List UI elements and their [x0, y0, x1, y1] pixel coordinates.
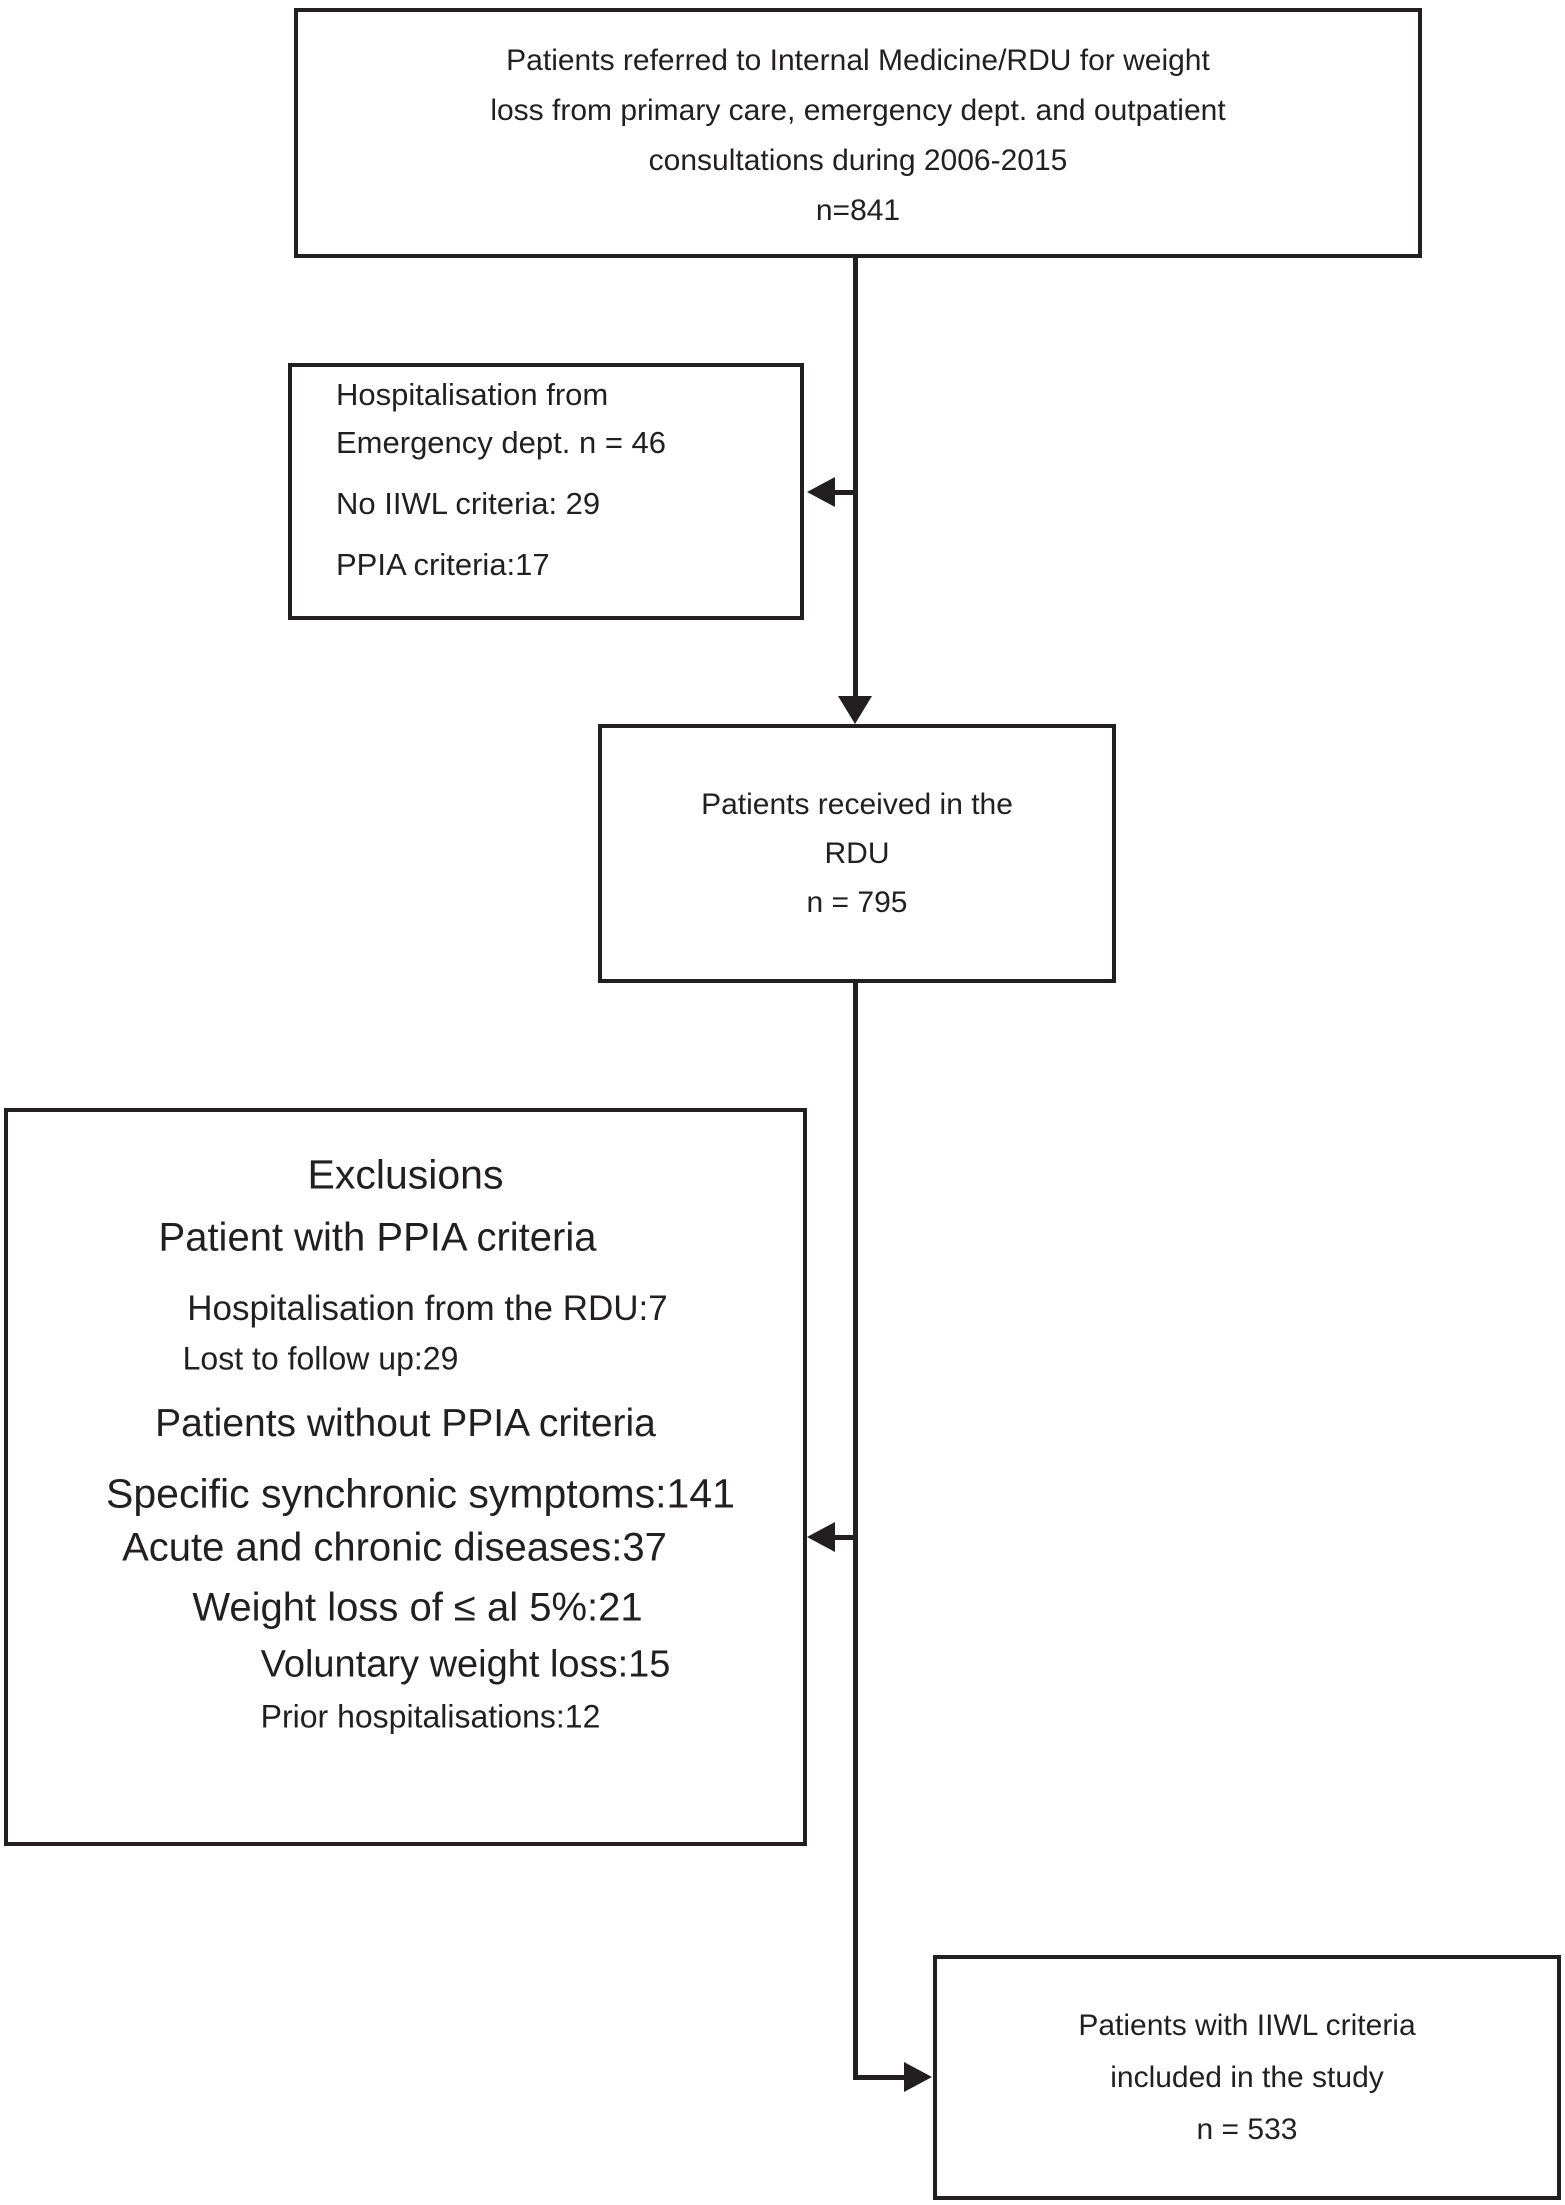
connector-elbow-to-included — [853, 2075, 905, 2080]
rdu-line-2: RDU — [824, 837, 890, 870]
exclusions-ppia-header: Patient with PPIA criteria — [158, 1215, 597, 1260]
arrowhead-left-icon — [807, 1522, 835, 1552]
exclusions-item-diseases: Acute and chronic diseases:37 — [122, 1525, 667, 1570]
exclusions-item-voluntary: Voluntary weight loss:15 — [260, 1643, 671, 1686]
connector-to-hospitalisation — [834, 490, 858, 495]
referred-line-1: Patients referred to Internal Medicine/R… — [506, 44, 1210, 77]
referred-line-2: loss from primary care, emergency dept. … — [490, 94, 1226, 127]
box-hospitalisation-emergency: Hospitalisation from Emergency dept. n =… — [288, 363, 804, 620]
exclusions-item-weightloss: Weight loss of ≤ al 5%:21 — [192, 1585, 643, 1630]
hospitalisation-line-2: Emergency dept. n = 46 — [336, 425, 667, 460]
hospitalisation-line-1: Hospitalisation from — [336, 377, 609, 412]
rdu-count: n = 795 — [806, 886, 908, 919]
included-count: n = 533 — [1196, 2112, 1298, 2146]
included-line-2: included in the study — [1110, 2060, 1384, 2094]
hospitalisation-line-4: PPIA criteria:17 — [336, 547, 550, 582]
arrowhead-down-icon — [838, 696, 872, 724]
arrowhead-left-icon — [807, 477, 835, 507]
exclusions-item-rdu-hosp: Hospitalisation from the RDU:7 — [187, 1289, 668, 1328]
box-exclusions: Exclusions Patient with PPIA criteria Ho… — [4, 1108, 807, 1846]
exclusions-noppia-header: Patients without PPIA criteria — [155, 1402, 656, 1445]
box-referred-patients: Patients referred to Internal Medicine/R… — [294, 8, 1422, 258]
referred-line-3: consultations during 2006-2015 — [648, 144, 1068, 177]
rdu-line-1: Patients received in the — [701, 788, 1013, 821]
connector-to-exclusions — [834, 1535, 858, 1540]
exclusions-item-lost: Lost to follow up:29 — [182, 1340, 459, 1377]
referred-count: n=841 — [815, 194, 901, 227]
hospitalisation-line-3: No IIWL criteria: 29 — [336, 486, 601, 521]
box-rdu-received: Patients received in the RDU n = 795 — [598, 724, 1116, 983]
box-included-in-study: Patients with IIWL criteria included in … — [933, 1955, 1561, 2200]
exclusions-item-prior: Prior hospitalisations:12 — [260, 1698, 601, 1735]
arrowhead-right-icon — [904, 2062, 932, 2092]
exclusions-title: Exclusions — [307, 1151, 504, 1198]
included-line-1: Patients with IIWL criteria — [1078, 2008, 1416, 2042]
connector-rdu-to-included — [853, 982, 858, 2080]
connector-referred-to-rdu — [853, 258, 858, 698]
exclusions-item-symptoms: Specific synchronic symptoms:141 — [106, 1470, 735, 1517]
